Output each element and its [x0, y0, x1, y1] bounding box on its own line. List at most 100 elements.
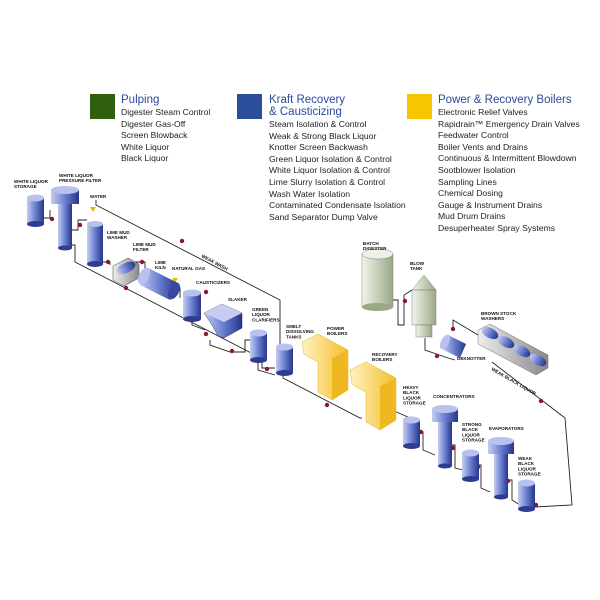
smelt-dissolving-tanks [276, 343, 293, 376]
legend-item: Weak & Strong Black Liquor [269, 130, 377, 141]
strong-black-liquor-storage [462, 449, 479, 482]
legend-item: Sootblower Isolation [438, 164, 516, 175]
label-line: EVAPORATORS [489, 426, 524, 431]
power-swatch [407, 94, 432, 119]
label-line: BOILERS [372, 357, 392, 362]
label-line: WATER [90, 194, 107, 199]
legend-item: Sand Separator Dump Valve [269, 211, 378, 222]
legend-item: Screen Blowback [121, 130, 188, 141]
blow-tank [411, 274, 437, 338]
label-line: GREEN [252, 307, 269, 312]
label-line: BLACK [518, 461, 535, 466]
legend-item: Desuperheater Spray Systems [438, 222, 556, 233]
legend-item: Black Liquor [121, 153, 169, 164]
label-line: PRESSURE FILTER [59, 178, 102, 183]
label-line: NATURAL GAS [172, 266, 205, 271]
label-line: BLACK [462, 427, 479, 432]
label-concentrators: CONCENTRATORS [433, 394, 475, 399]
slaker [203, 303, 243, 339]
label-line: STORAGE [518, 472, 541, 477]
legend-item: Electronic Relief Valves [438, 107, 528, 117]
weak-black-liquor-storage [518, 479, 535, 512]
legend-item: Boiler Vents and Drains [438, 141, 528, 152]
label-line: LIME [155, 260, 166, 265]
legend-item: Mud Drum Drains [438, 211, 506, 222]
legend-item: Digester Steam Control [121, 107, 211, 117]
label-line: BLACK [403, 390, 420, 395]
lime-mud-filter [112, 257, 140, 287]
label-line: STORAGE [462, 438, 485, 443]
label-deknotter: DEKNOTTER [457, 356, 486, 361]
legend-item: Wash Water Isolation [269, 188, 351, 199]
label-line: WASHERS [481, 316, 504, 321]
deknotter [439, 334, 466, 358]
legend-item: Continuous & Intermittent Blowdown [438, 153, 577, 164]
label-line: WHITE LIQUOR [14, 179, 49, 184]
label-line: STRONG [462, 422, 482, 427]
evaporators [488, 437, 514, 500]
label-line: LIME MUD [107, 230, 130, 235]
label-line: CLARIFIERS [252, 317, 280, 322]
white-liquor-storage [27, 194, 44, 227]
label-natural-gas: NATURAL GAS [172, 266, 205, 271]
label-line: POWER [327, 326, 345, 331]
water-valve-icon [90, 207, 96, 212]
label-line: SMELT [286, 324, 301, 329]
pulping-swatch [90, 94, 115, 119]
legend-item: Steam Isolation & Control [269, 119, 367, 129]
label-line: BATCH [363, 241, 379, 246]
label-line: LIQUOR [462, 432, 481, 437]
label-line: HEAVY [403, 385, 419, 390]
legend-title-line: Kraft Recovery [269, 94, 346, 106]
label-line: BLOW [410, 261, 425, 266]
legend-item: Knotter Screen Backwash [269, 142, 368, 153]
label-line: LIQUOR [518, 466, 537, 471]
kraft-swatch [237, 94, 262, 119]
causticizers [183, 289, 201, 322]
label-evaporators: EVAPORATORS [489, 426, 524, 431]
label-line: SLAKER [228, 297, 248, 302]
label-line: WASHER [107, 235, 128, 240]
green-liquor-clarifiers [250, 329, 267, 363]
white-liquor-pressure-filter [51, 186, 79, 251]
legend-item: Gauge & Instrument Drains [438, 199, 543, 210]
power-boilers [301, 333, 349, 401]
batch-digester [361, 248, 394, 311]
heavy-black-liquor-storage [403, 416, 420, 449]
label-line: FILTER [133, 247, 149, 252]
label-line: LIQUOR [252, 312, 271, 317]
label-line: DEKNOTTER [457, 356, 486, 361]
legend-item: Sampling Lines [438, 176, 497, 187]
legend-item: White Liquor Isolation & Control [269, 165, 390, 176]
label-line: WEAK [518, 456, 533, 461]
legend-title: Kraft Recovery & Causticizing [269, 94, 345, 118]
legend-item: Rapidrain™ Emergency Drain Valves [438, 118, 580, 129]
legend-item: Feedwater Control [438, 130, 509, 141]
label-line: TANKS [286, 334, 301, 339]
legend-title: Pulping [121, 94, 160, 106]
label-line: DIGESTER [363, 246, 387, 251]
legend-item: Lime Slurry Isolation & Control [269, 176, 386, 187]
legend-item: White Liquor [121, 141, 170, 152]
legend-item: Digester Gas-Off [121, 118, 186, 129]
label-line: RECOVERY [372, 352, 398, 357]
